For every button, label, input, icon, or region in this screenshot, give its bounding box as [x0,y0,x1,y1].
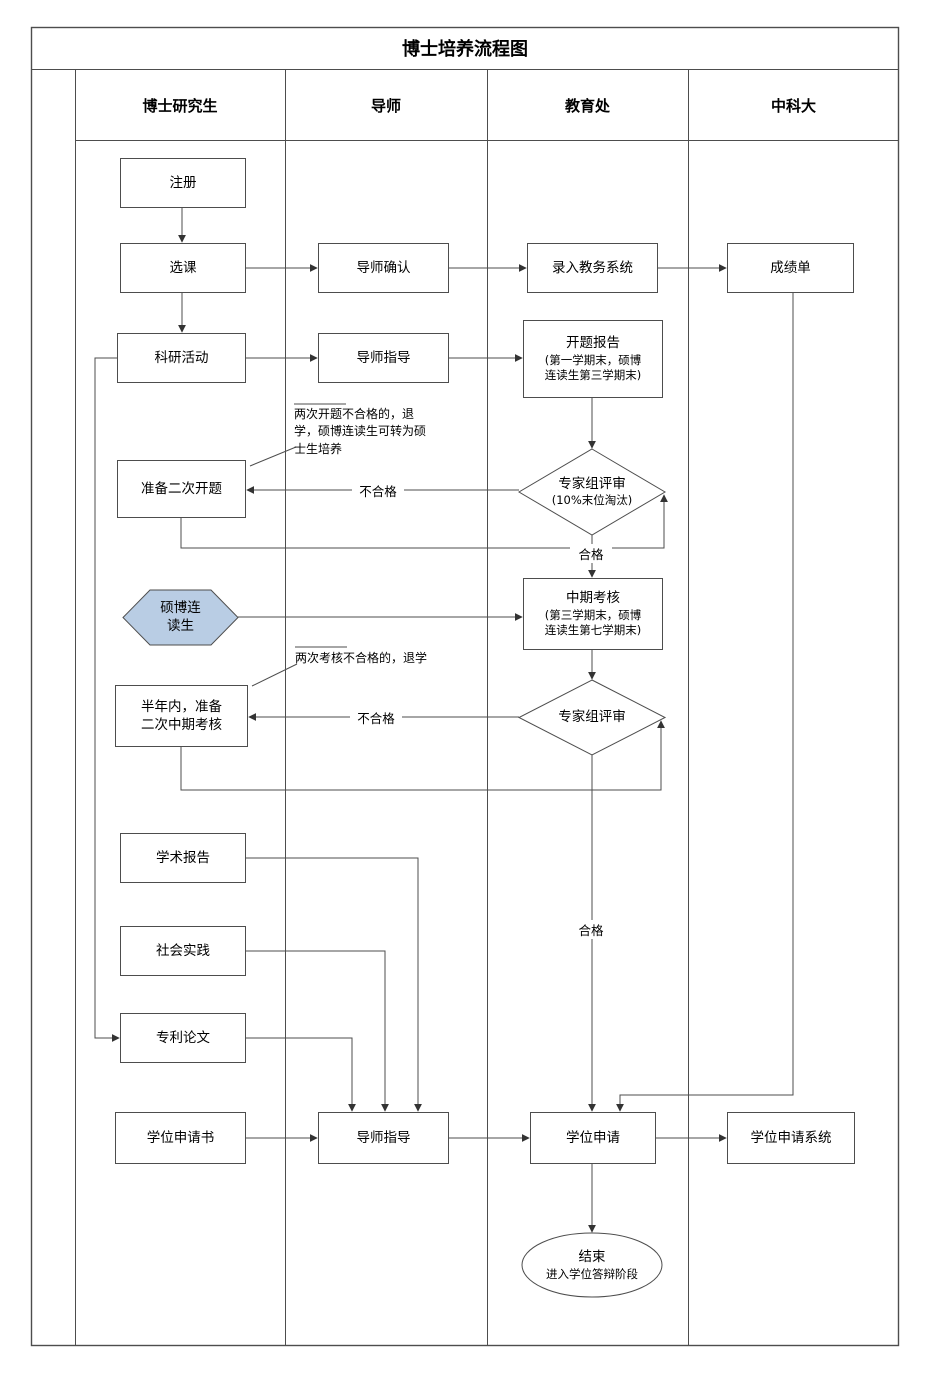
node-register: 注册 [120,158,246,208]
node-midterm-sub: (第三学期末，硕博 连读生第七学期末) [544,607,642,637]
expert-review-2-diamond [517,679,667,756]
node-prepare-second-midterm: 半年内，准备 二次中期考核 [115,685,248,747]
lane-header-education-office: 教育处 [564,96,610,115]
lane-header-supervisor: 导师 [370,96,401,115]
edge-label-fail-1: 不合格 [352,481,404,500]
page-title: 博士培养流程图 [402,39,528,60]
note-midterm-fail: 两次考核不合格的，退学 [295,651,428,665]
master-phd-hexagon [122,589,239,646]
expert-review-1-sub: (10%末位淘汰) [551,493,633,508]
end-terminator [521,1232,663,1298]
end-sub: 进入学位答辩阶段 [546,1266,638,1281]
lane-header-ustc: 中科大 [770,96,816,115]
node-degree-application-form: 学位申请书 [115,1112,246,1164]
note-opening-fail: 两次开题不合格的，退 学，硕博连读生可转为硕 士生培养 [294,407,427,456]
node-opening-report: 开题报告 (第一学期末，硕博 连读生第三学期末) [523,320,663,398]
node-research-activity: 科研活动 [117,333,246,383]
end-title: 结束 [578,1249,606,1266]
node-midterm-assessment: 中期考核 (第三学期末，硕博 连读生第七学期末) [523,578,663,650]
node-course-selection: 选课 [120,243,246,293]
node-expert-review-2: 专家组评审 [558,708,626,725]
node-end: 结束 进入学位答辩阶段 [522,1243,662,1288]
expert-review-1-title: 专家组评审 [558,475,626,492]
node-enter-academic-system: 录入教务系统 [527,243,658,293]
node-transcript: 成绩单 [727,243,854,293]
node-opening-report-sub: (第一学期末，硕博 连读生第三学期末) [544,352,642,382]
node-social-practice: 社会实践 [120,926,246,976]
node-prepare-second-opening: 准备二次开题 [117,460,246,518]
edge-label-pass-1: 合格 [570,544,612,563]
node-expert-review-1: 专家组评审 (10%末位淘汰) [519,463,665,521]
node-master-phd-student: 硕博连 读生 [160,600,201,634]
lane-header-phd-student: 博士研究生 [142,96,218,115]
node-degree-application: 学位申请 [530,1112,656,1164]
node-degree-application-system: 学位申请系统 [727,1112,855,1164]
edge-label-fail-2: 不合格 [350,708,402,727]
node-academic-report: 学术报告 [120,833,246,883]
node-opening-report-title: 开题报告 [566,335,620,352]
swimlane-frame [30,26,900,1347]
node-patent-paper: 专利论文 [120,1013,246,1063]
node-midterm-title: 中期考核 [566,590,620,607]
node-supervisor-guidance-2: 导师指导 [318,1112,449,1164]
node-supervisor-confirm: 导师确认 [318,243,449,293]
expert-review-1-diamond [518,448,666,536]
edge-label-pass-2: 合格 [570,920,612,939]
node-supervisor-guidance-1: 导师指导 [318,333,449,383]
